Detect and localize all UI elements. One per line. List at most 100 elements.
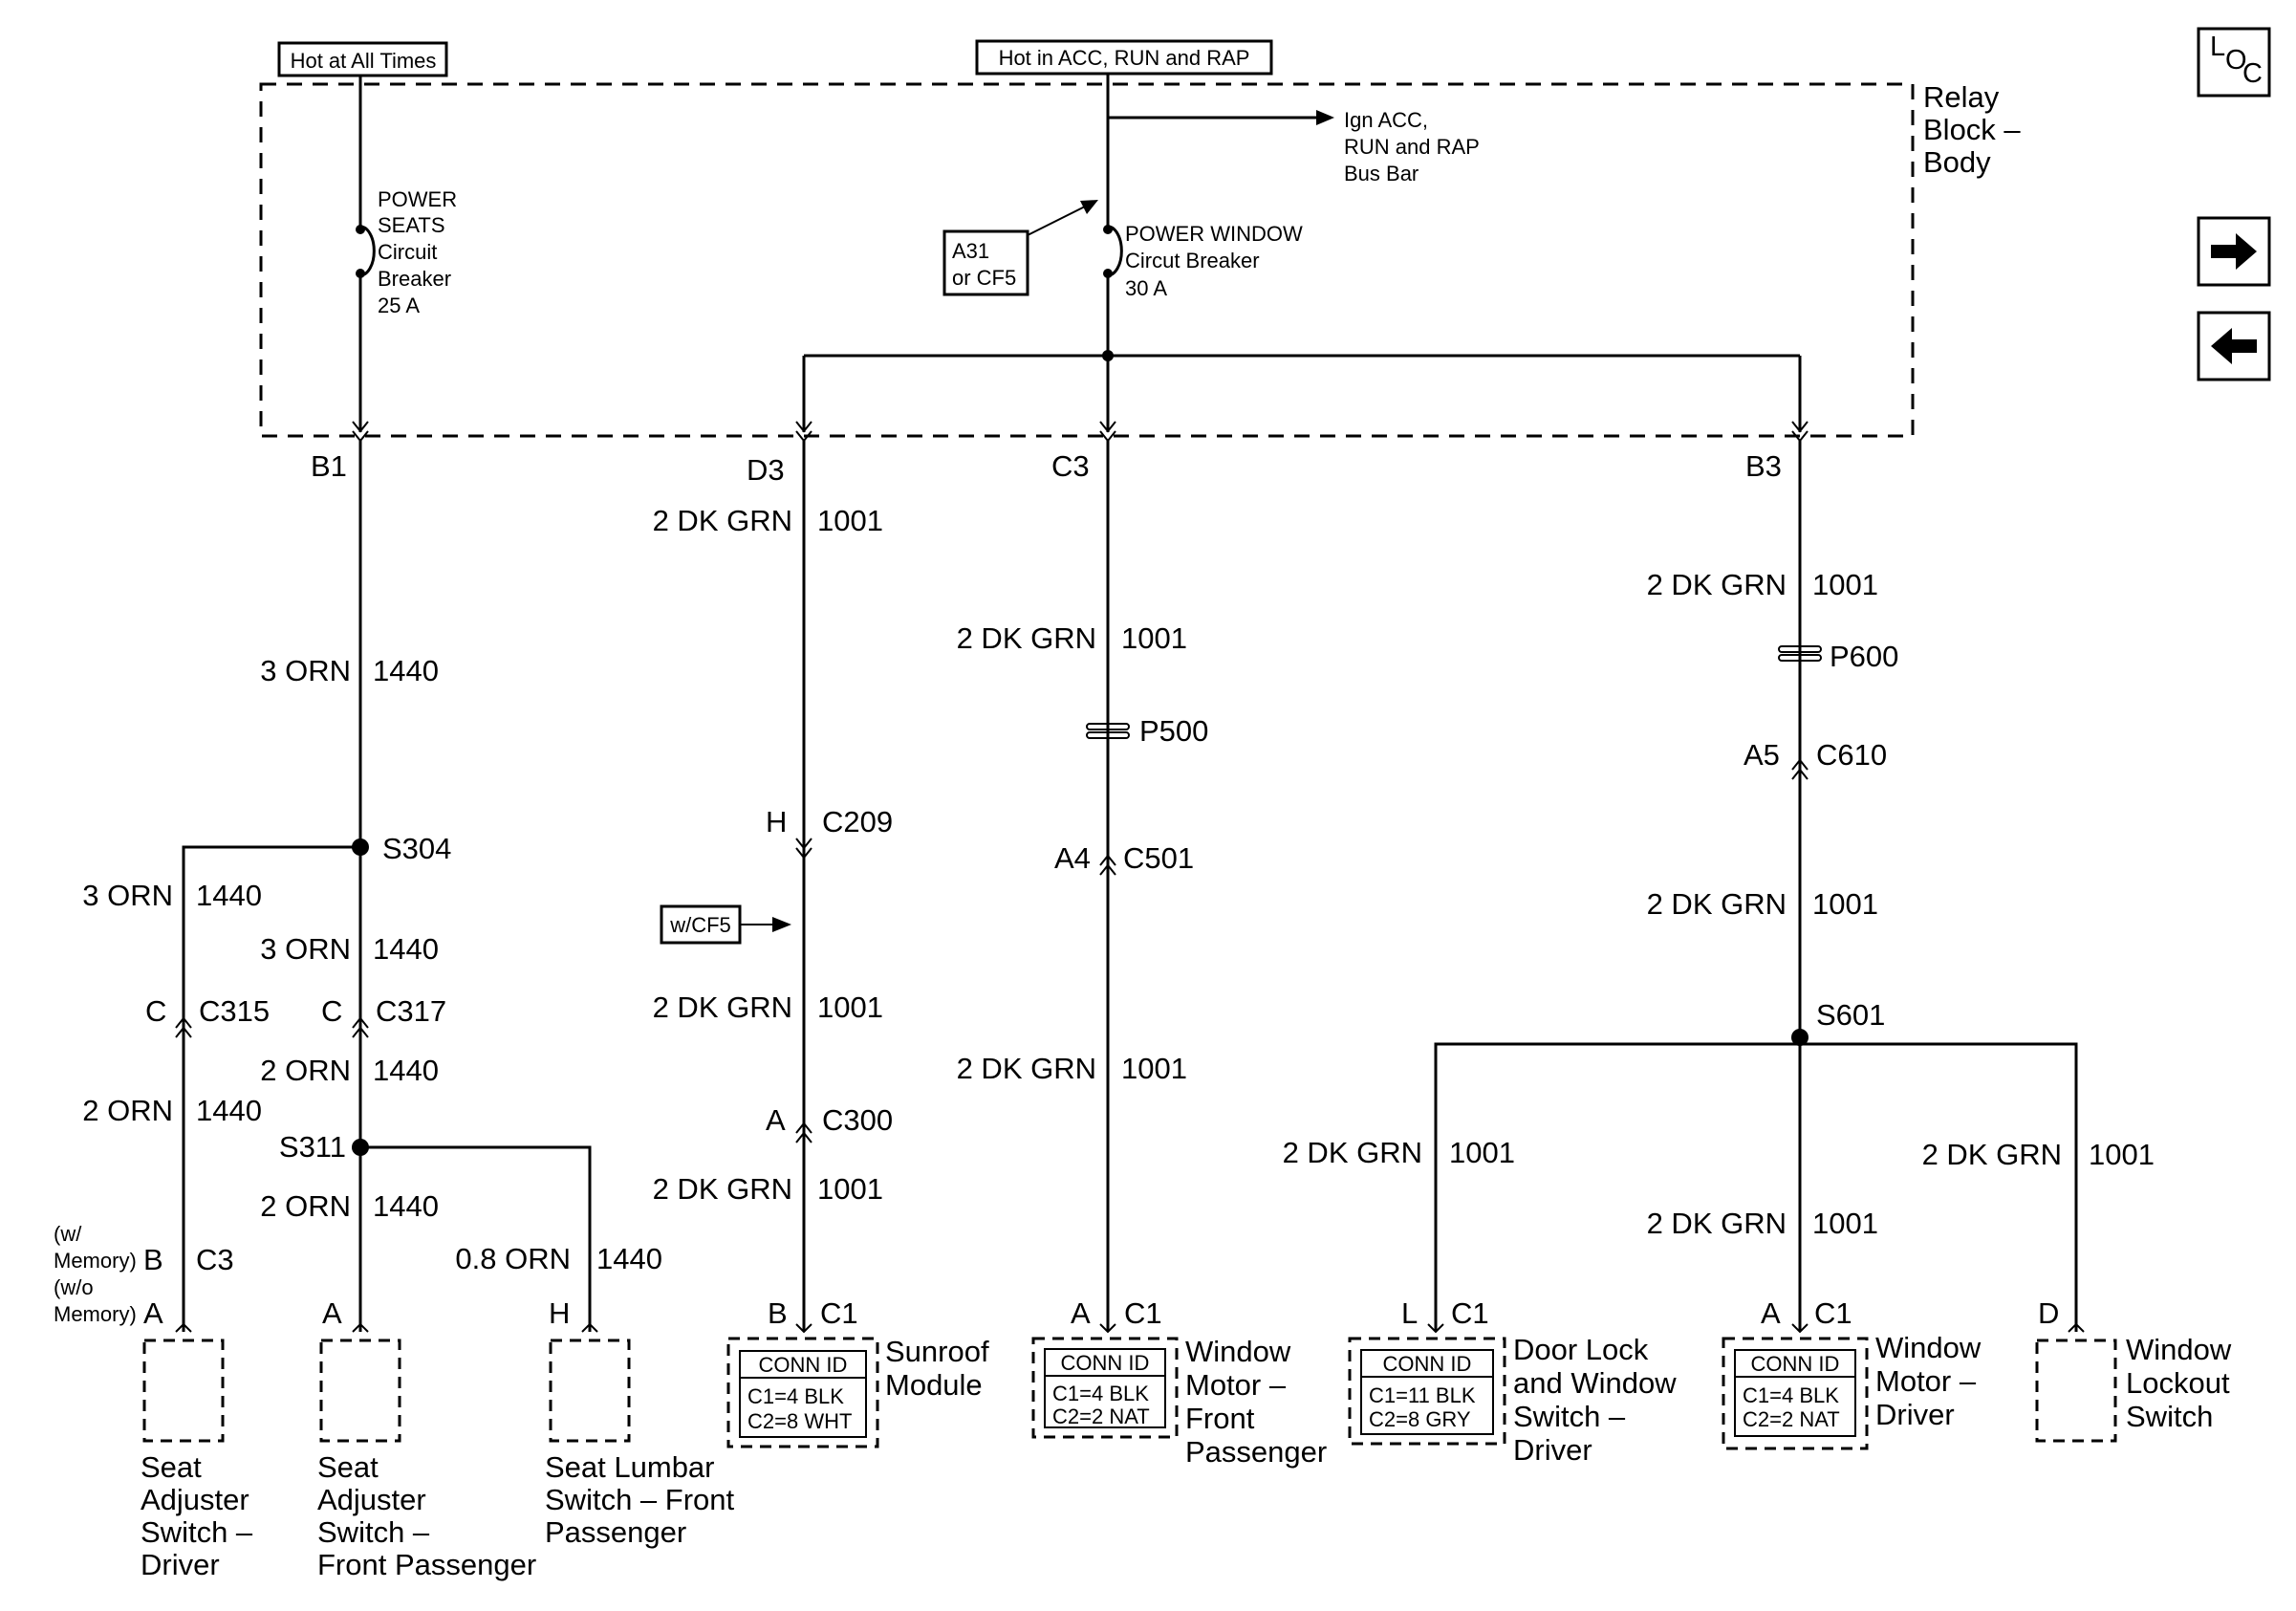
circuit-1440: 1440 [373,654,439,687]
seat-pass-label-1: Seat [317,1450,379,1484]
wmd-label-2: Motor – [1875,1364,1977,1398]
wire-size-2dkgrn: 2 DK GRN [957,621,1096,655]
power-window-cb-label-3: 30 A [1125,276,1167,300]
doorlock-conn-line-1: C1=11 BLK [1369,1383,1476,1407]
circuit-1001: 1001 [1812,1207,1878,1240]
loc-letter-c: C [2242,58,2263,89]
loc-letter-o: O [2225,45,2247,76]
pin-c: C [145,994,166,1028]
connector-c317-chevron [352,1016,369,1038]
splice-s311: S311 [279,1130,346,1164]
pin-a: A [1761,1296,1781,1330]
window-motor-passenger-conn-id-box [1031,1337,1179,1439]
doorlock-label-4: Driver [1513,1433,1592,1467]
seat-pass-label-3: Switch – [317,1515,430,1549]
circuit-1001: 1001 [817,1172,883,1206]
wire-size-08orn: 0.8 ORN [455,1242,571,1275]
splice-p600: P600 [1830,640,1898,673]
splice-s601: S601 [1816,998,1885,1032]
doorlock-conn-line-2: C2=8 GRY [1369,1407,1471,1431]
pin-b: B [143,1243,163,1276]
seat-pass-label-4: Front Passenger [317,1548,536,1581]
connector-c610: C610 [1816,738,1887,772]
connector-c209-chevron [795,838,812,860]
seat-terminal-chevrons [175,1322,598,1333]
connector-c501: C501 [1123,841,1194,875]
lumbar-branch-wire [360,1145,592,1332]
wmfp-label-3: Front [1185,1402,1255,1435]
terminal-chevrons [352,421,1809,443]
sunroof-conn-id-box [726,1337,879,1448]
sunroof-conn-line-1: C1=4 BLK [747,1384,844,1408]
a31-or-cf5-box [942,229,1029,296]
pin-a5: A5 [1744,738,1780,772]
relay-block-body-outline [259,82,1915,438]
seat-pass-label-2: Adjuster [317,1483,426,1516]
circuit-1440: 1440 [373,932,439,966]
circuit-1001: 1001 [817,991,883,1024]
bus-bar-label-3: Bus Bar [1344,162,1419,185]
relay-block-label-3: Body [1923,145,1991,179]
connector-c317: C317 [376,994,446,1028]
arrow-pointer-icon [1080,200,1098,214]
circuit-1001: 1001 [817,504,883,537]
circuit-1440: 1440 [196,879,262,912]
loc-button[interactable]: L O C [2197,27,2271,98]
circuit-1440: 1440 [373,1054,439,1087]
power-window-cb-label-1: POWER WINDOW [1125,222,1303,246]
power-seats-feed-wire [358,76,376,432]
hot-at-all-times-label: Hot at All Times [291,49,437,73]
lumbar-label-1: Seat Lumbar [545,1450,715,1484]
wmfp-label-2: Motor – [1185,1368,1287,1402]
sunroof-conn-line-2: C2=8 WHT [747,1409,852,1433]
wire-size-2dkgrn: 2 DK GRN [653,504,792,537]
sunroof-label-1: Sunroof [885,1335,989,1368]
previous-page-button[interactable] [2197,311,2271,381]
breaker-contact-dot [356,225,365,234]
hot-at-all-times-box [277,41,448,77]
next-page-button[interactable] [2197,216,2271,287]
wire-size-2dkgrn: 2 DK GRN [1283,1136,1422,1169]
pin-a: A [322,1296,342,1330]
lockout-label-3: Switch [2126,1400,2213,1433]
connector-c1: C1 [1124,1296,1162,1330]
connector-c501-chevron [1099,854,1116,876]
terminal-c3: C3 [1051,449,1090,483]
pin-a: A [766,1103,786,1137]
power-window-feed-wire [1106,74,1123,432]
circuit-1001: 1001 [2089,1138,2155,1171]
lockout-label-1: Window [2126,1333,2232,1366]
circuit-1440: 1440 [596,1242,662,1275]
wire-size-2orn: 2 ORN [260,1054,351,1087]
wire-size-3orn: 3 ORN [260,932,351,966]
seat-adjuster-switch-driver-box [142,1339,225,1443]
circuit-1001: 1001 [1121,621,1187,655]
splice-p500: P500 [1139,714,1208,748]
wire-size-2dkgrn: 2 DK GRN [1922,1138,2062,1171]
wmd-conn-line-1: C1=4 BLK [1743,1383,1839,1407]
pin-c: C [321,994,342,1028]
seat-driver-label-2: Adjuster [141,1483,249,1516]
conn-id-title: CONN ID [1751,1352,1840,1376]
wmfp-label-4: Passenger [1185,1435,1327,1469]
connector-c300: C300 [822,1103,893,1137]
arrow-left-icon [2211,328,2257,364]
connector-c3: C3 [196,1243,234,1276]
wmfp-conn-line-1: C1=4 BLK [1052,1382,1149,1405]
junction-dot [1102,350,1114,361]
splice-s304: S304 [382,832,451,865]
terminal-d3: D3 [747,453,785,487]
arrow-right-icon [2211,233,2257,270]
connector-c300-chevron [795,1121,812,1143]
breaker-contact-dot [356,269,365,278]
relay-block-label-2: Block – [1923,113,2021,146]
conn-id-title: CONN ID [1061,1351,1150,1375]
power-seats-cb-label-1: POWER [378,187,457,211]
doorlock-label-3: Switch – [1513,1400,1626,1433]
seat-driver-label-1: Seat [141,1450,202,1484]
seat-lumbar-switch-box [549,1339,631,1443]
window-motor-driver-conn-id-box [1722,1337,1869,1450]
pin-h: H [766,805,787,838]
circuit-1001: 1001 [1812,568,1878,601]
